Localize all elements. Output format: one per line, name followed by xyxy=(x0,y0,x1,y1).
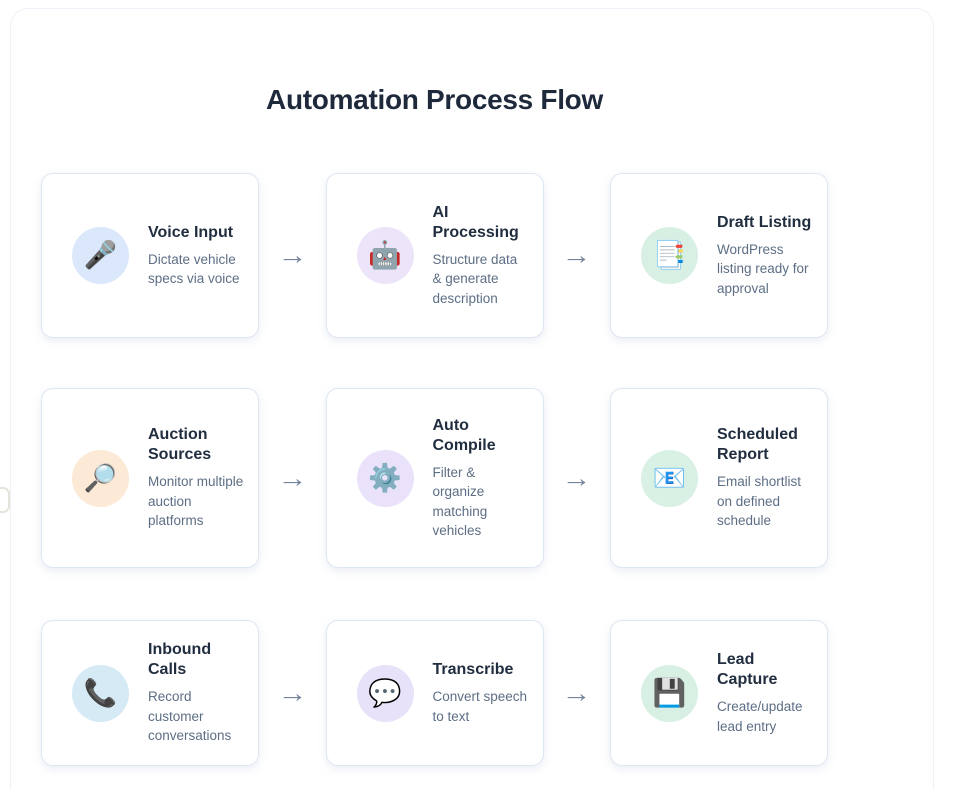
step-description: Record customer conversations xyxy=(148,689,232,744)
step-title: Lead Capture xyxy=(717,651,778,688)
clipped-edge-element xyxy=(0,487,10,513)
gear-icon-glyph: ⚙️ xyxy=(368,462,402,493)
step-card-inbound-calls: 📞 Inbound Calls Record customer conversa… xyxy=(41,620,259,766)
microphone-icon-glyph: 🎤 xyxy=(83,240,118,270)
step-title: Draft Listing xyxy=(717,213,812,231)
step-description: Monitor multiple auction platforms xyxy=(148,474,244,529)
step-title: Scheduled Report xyxy=(717,426,798,464)
step-title: AI Processing xyxy=(432,203,519,241)
step-title: Auto Compile xyxy=(432,416,496,454)
telephone-receiver-icon-glyph: 📞 xyxy=(83,677,118,708)
email-icon: 📧 xyxy=(641,449,698,507)
step-description: Filter & organize matching vehicles xyxy=(432,464,488,539)
email-icon-glyph: 📧 xyxy=(652,462,687,493)
bookmark-tabs-icon: 📑 xyxy=(641,227,698,284)
step-title: Transcribe xyxy=(432,661,514,678)
microphone-icon: 🎤 xyxy=(72,227,129,284)
step-card-auction-sources: 🔎 Auction Sources Monitor multiple aucti… xyxy=(41,388,259,568)
speech-balloon-icon-glyph: 💬 xyxy=(368,677,402,708)
robot-icon-glyph: 🤖 xyxy=(368,240,402,270)
flow-row-1: 🎤 Voice Input Dictate vehicle specs via … xyxy=(41,173,828,338)
step-description: Structure data & generate description xyxy=(432,251,518,306)
step-title: Inbound Calls xyxy=(148,641,212,679)
step-card-transcribe: 💬 Transcribe Convert speech to text xyxy=(325,620,544,766)
gear-icon: ⚙️ xyxy=(356,449,414,507)
page-title: Automation Process Flow xyxy=(266,84,603,115)
step-description: Convert speech to text xyxy=(432,689,528,724)
right-arrow-icon: → xyxy=(561,240,592,270)
arrow-cell: → xyxy=(259,677,326,708)
step-card-scheduled-report: 📧 Scheduled Report Email shortlist on de… xyxy=(610,388,828,568)
arrow-cell: → xyxy=(259,462,326,493)
arrow-cell: → xyxy=(544,462,611,493)
flow-row-2: 🔎 Auction Sources Monitor multiple aucti… xyxy=(41,388,828,568)
right-arrow-icon: → xyxy=(277,462,308,493)
step-card-voice-input: 🎤 Voice Input Dictate vehicle specs via … xyxy=(41,173,259,338)
arrow-cell: → xyxy=(544,677,611,708)
step-card-ai-processing: 🤖 AI Processing Structure data & generat… xyxy=(325,173,544,338)
step-title: Voice Input xyxy=(148,223,234,241)
step-card-draft-listing: 📑 Draft Listing WordPress listing ready … xyxy=(610,173,828,338)
step-description: Dictate vehicle specs via voice xyxy=(148,251,240,287)
arrow-cell: → xyxy=(259,242,326,269)
speech-balloon-icon: 💬 xyxy=(356,664,414,722)
floppy-disk-icon: 💾 xyxy=(641,664,698,722)
magnifying-glass-icon-glyph: 🔎 xyxy=(83,462,118,493)
step-description: Create/update lead entry xyxy=(717,699,803,734)
arrow-cell: → xyxy=(544,242,611,269)
robot-icon: 🤖 xyxy=(356,227,414,284)
step-title: Auction Sources xyxy=(148,426,212,464)
step-description: Email shortlist on defined schedule xyxy=(717,474,802,529)
right-arrow-icon: → xyxy=(561,462,592,493)
right-arrow-icon: → xyxy=(277,677,308,708)
magnifying-glass-icon: 🔎 xyxy=(72,449,129,507)
telephone-receiver-icon: 📞 xyxy=(72,664,129,722)
step-description: WordPress listing ready for approval xyxy=(717,241,809,296)
floppy-disk-icon-glyph: 💾 xyxy=(652,677,687,708)
right-arrow-icon: → xyxy=(561,677,592,708)
step-card-auto-compile: ⚙️ Auto Compile Filter & organize matchi… xyxy=(325,388,544,568)
right-arrow-icon: → xyxy=(277,240,308,270)
bookmark-tabs-icon-glyph: 📑 xyxy=(652,240,687,270)
flow-row-3: 📞 Inbound Calls Record customer conversa… xyxy=(41,620,828,766)
step-card-lead-capture: 💾 Lead Capture Create/update lead entry xyxy=(610,620,828,766)
